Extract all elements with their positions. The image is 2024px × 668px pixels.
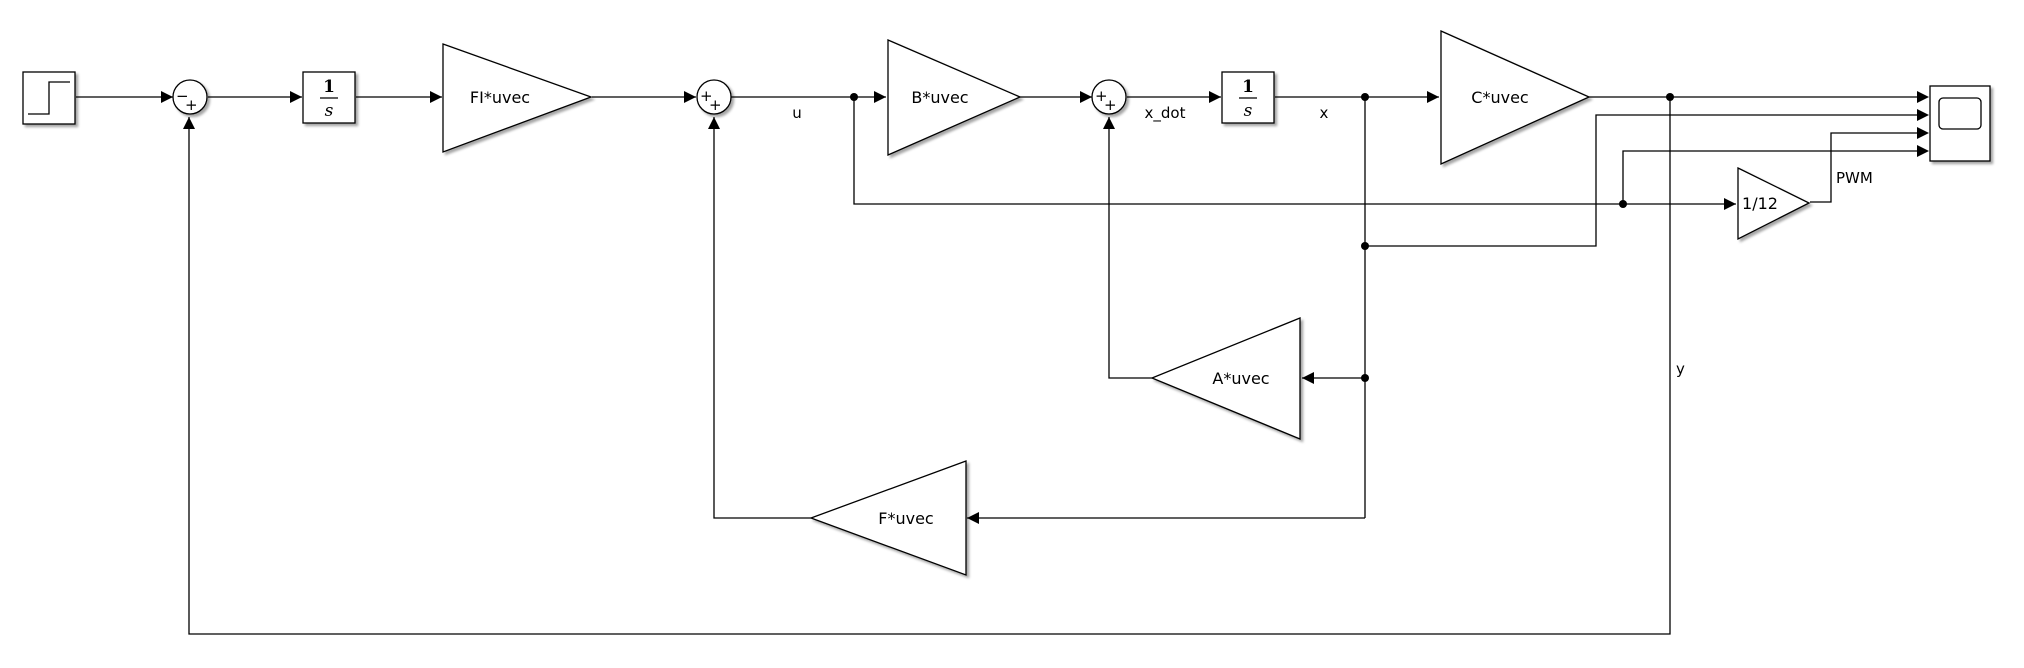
signal-label-x: x: [1320, 104, 1329, 122]
integrator1-denominator: s: [325, 101, 334, 121]
signal-label-pwm: PWM: [1836, 169, 1873, 187]
arrowheads: [161, 91, 1929, 524]
gain-block-b[interactable]: B*uvec: [887, 39, 1022, 156]
signal-label-u: u: [792, 104, 802, 122]
signal-lines: [76, 96, 1927, 635]
signal-labels: u x_dot x PWM y: [792, 104, 1873, 378]
gain-block-a[interactable]: A*uvec: [1150, 317, 1301, 440]
gain-c-label: C*uvec: [1471, 88, 1528, 107]
sum-block-3[interactable]: + +: [1091, 79, 1127, 115]
integrator-block-2[interactable]: 1 s: [1221, 71, 1275, 124]
sum-block-2[interactable]: + +: [696, 79, 732, 115]
sum2-sign-left: +: [700, 87, 713, 105]
sum1-sign-bottom: +: [185, 96, 198, 114]
sum3-sign-bottom: +: [1104, 96, 1117, 114]
gain-block-f[interactable]: F*uvec: [809, 460, 967, 576]
signal-label-y: y: [1676, 360, 1685, 378]
gain-fi-label: FI*uvec: [470, 88, 530, 107]
scope-screen-icon: [1938, 97, 1982, 130]
integrator-block-1[interactable]: 1 s: [302, 71, 356, 124]
gain-b-label: B*uvec: [911, 88, 968, 107]
integrator2-denominator: s: [1244, 101, 1253, 121]
sum2-sign-bottom: +: [709, 96, 722, 114]
sum3-sign-left: +: [1095, 87, 1108, 105]
step-block[interactable]: [22, 71, 76, 125]
integrator2-numerator: 1: [1242, 77, 1254, 97]
scope-block[interactable]: [1929, 85, 1991, 162]
gain-f-label: F*uvec: [878, 509, 933, 528]
sum-block-1[interactable]: − +: [172, 79, 208, 115]
gain-pwm-label: 1/12: [1742, 194, 1778, 213]
gain-block-c[interactable]: C*uvec: [1440, 29, 1591, 166]
branch-points: [850, 93, 1674, 382]
integrator1-numerator: 1: [323, 77, 335, 97]
sum1-sign-left: −: [176, 87, 189, 105]
gain-block-pwm[interactable]: 1/12: [1737, 166, 1811, 241]
gain-block-fi[interactable]: FI*uvec: [442, 43, 593, 153]
step-icon: [28, 81, 70, 115]
signal-label-x-dot: x_dot: [1145, 104, 1186, 123]
gain-a-label: A*uvec: [1212, 369, 1269, 388]
